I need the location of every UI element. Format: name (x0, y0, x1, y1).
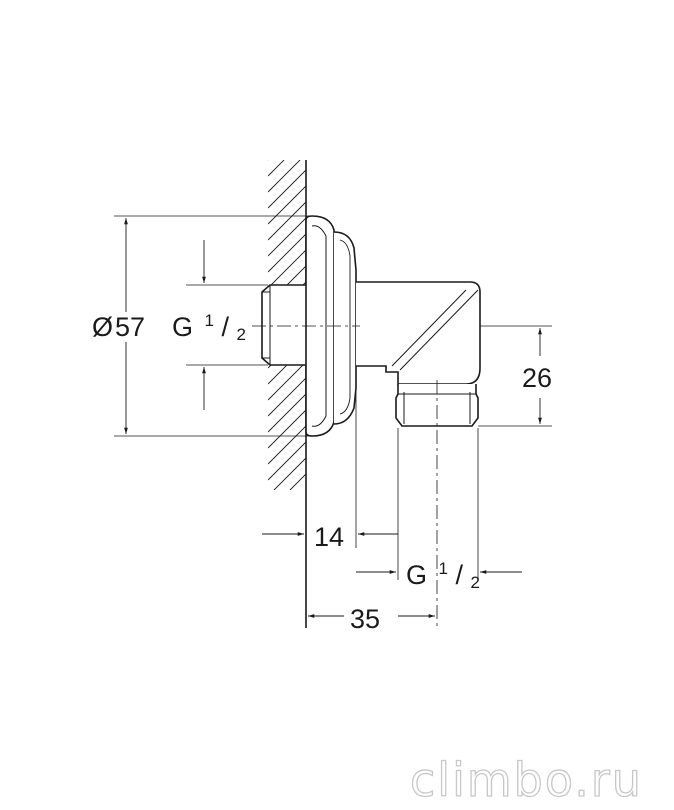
left-thread-label: G 1 / 2 (172, 302, 246, 344)
rosette-flange (305, 215, 357, 437)
dimension-arrows (124, 218, 542, 618)
wall-thread-stub (261, 284, 306, 366)
elbow-body (356, 281, 481, 385)
depth-label: 14 (314, 522, 344, 552)
height-label: 26 (522, 363, 552, 393)
bottom-thread-label: G 1 / 2 (406, 550, 480, 592)
diameter-label: Ø57 (92, 312, 145, 342)
length-label: 35 (350, 604, 380, 634)
watermark: climbo.ru (410, 753, 643, 807)
center-lines (252, 325, 438, 628)
extension-lines (114, 215, 552, 580)
